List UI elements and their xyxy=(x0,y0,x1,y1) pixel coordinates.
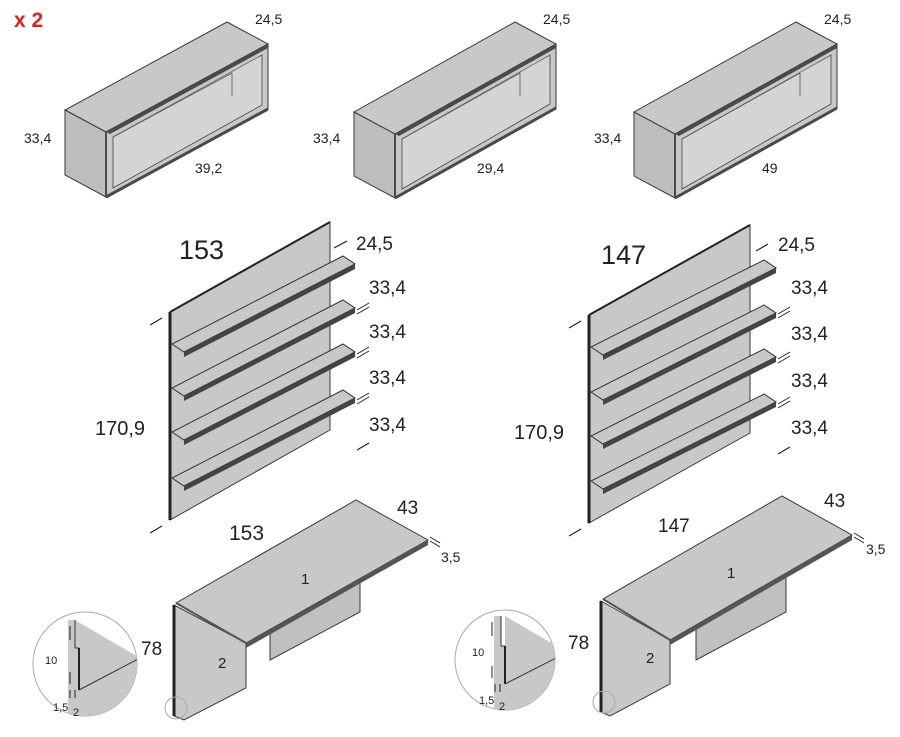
bookcase-left-spacing-2: 33,4 xyxy=(369,322,406,343)
box-3-depth: 24,5 xyxy=(824,11,851,27)
detail-right-groove: 10 xyxy=(472,647,484,659)
desk-right-thickness: 3,5 xyxy=(866,541,886,557)
bookcase-left-shelves xyxy=(171,255,356,491)
box-module-3 xyxy=(632,21,839,200)
desk-right-depth: 43 xyxy=(824,491,845,512)
box-2-height: 33,4 xyxy=(313,130,340,146)
desk-left xyxy=(164,499,441,721)
box-1-height: 33,4 xyxy=(24,130,51,146)
bookcase-right-shelves xyxy=(590,259,777,494)
detail-left-offset: 1,5 xyxy=(53,702,68,714)
detail-right-thickness: 2 xyxy=(499,701,505,713)
desk-left-part-top: 1 xyxy=(301,571,309,588)
bookcase-left-spacing-3: 33,4 xyxy=(369,368,406,389)
desk-right-height: 78 xyxy=(568,633,589,654)
bookcase-left-width: 153 xyxy=(179,235,224,265)
desk-left-part-side: 2 xyxy=(218,655,226,672)
detail-left-groove: 10 xyxy=(45,655,57,667)
bookcase-right-width: 147 xyxy=(601,240,646,270)
box-3-width: 49 xyxy=(762,160,778,176)
desk-left-height: 78 xyxy=(141,639,162,660)
box-3-height: 33,4 xyxy=(594,130,621,146)
desk-left-thickness: 3,5 xyxy=(441,549,461,565)
desk-left-width: 153 xyxy=(229,522,264,545)
bookcase-left-shelf-depth: 24,5 xyxy=(356,234,393,255)
bookcase-right-spacing-3: 33,4 xyxy=(791,371,828,392)
bookcase-right-spacing-4: 33,4 xyxy=(791,418,828,439)
bookcase-right-shelf-depth: 24,5 xyxy=(778,235,815,256)
box-2-depth: 24,5 xyxy=(543,11,570,27)
desk-right-part-side: 2 xyxy=(646,650,654,667)
bookcase-left-height: 170,9 xyxy=(95,418,145,440)
box-1-depth: 24,5 xyxy=(255,11,282,27)
bookcase-right xyxy=(568,224,791,537)
bookcase-right-spacing-1: 33,4 xyxy=(791,278,828,299)
box-1-width: 39,2 xyxy=(195,160,222,176)
detail-left-thickness: 2 xyxy=(73,707,79,719)
box-module-2 xyxy=(352,21,558,200)
bookcase-left xyxy=(149,221,370,534)
box-2-width: 29,4 xyxy=(477,160,504,176)
bookcase-right-height: 170,9 xyxy=(514,422,564,444)
detail-left xyxy=(32,611,138,717)
desk-right-part-top: 1 xyxy=(727,565,735,582)
desk-right xyxy=(592,495,865,717)
desk-left-depth: 43 xyxy=(397,498,418,519)
bookcase-left-spacing-4: 33,4 xyxy=(369,415,406,436)
desk-right-width: 147 xyxy=(658,516,690,537)
bookcase-left-spacing-1: 33,4 xyxy=(369,278,406,299)
bookcase-right-spacing-2: 33,4 xyxy=(791,324,828,345)
quantity-label: x 2 xyxy=(14,9,43,32)
detail-right xyxy=(454,609,556,711)
box-module-1 xyxy=(63,21,270,199)
detail-right-offset: 1,5 xyxy=(479,695,494,707)
